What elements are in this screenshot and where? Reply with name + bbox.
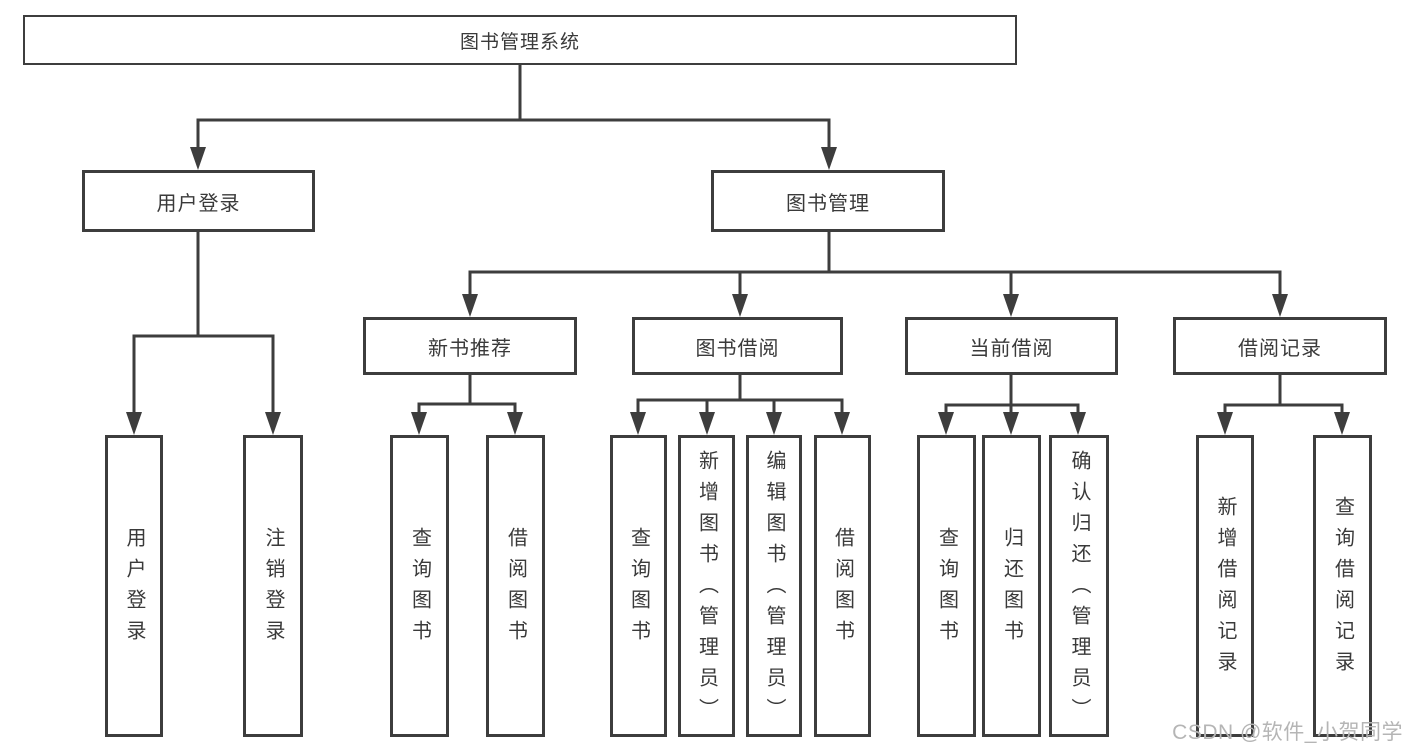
node-leaf-add-books-admin: 新增图书（管理员） — [678, 435, 735, 737]
connector-new-book-recommend-to-leaves — [411, 375, 523, 435]
node-borrow-records: 借阅记录 — [1173, 317, 1387, 375]
node-leaf-recommend-borrow-books: 借阅图书 — [486, 435, 545, 737]
node-library-management-system: 图书管理系统 — [23, 15, 1017, 65]
node-book-management: 图书管理 — [711, 170, 945, 232]
node-leaf-query-borrow-record: 查询借阅记录 — [1313, 435, 1372, 737]
connector-book-management-to-groups — [462, 232, 1288, 317]
node-leaf-user-login: 用户登录 — [105, 435, 163, 737]
node-new-book-recommend: 新书推荐 — [363, 317, 577, 375]
connector-book-borrow-to-leaves — [630, 375, 850, 435]
connector-user-login-to-leaves — [126, 232, 281, 435]
node-leaf-current-query-books: 查询图书 — [917, 435, 976, 737]
node-user-login: 用户登录 — [82, 170, 315, 232]
node-leaf-recommend-query-books: 查询图书 — [390, 435, 449, 737]
node-leaf-add-borrow-record: 新增借阅记录 — [1196, 435, 1254, 737]
node-leaf-borrow-books: 借阅图书 — [814, 435, 871, 737]
node-leaf-return-books: 归还图书 — [982, 435, 1041, 737]
node-leaf-edit-books-admin: 编辑图书（管理员） — [746, 435, 802, 737]
connector-current-borrow-to-leaves — [938, 375, 1086, 435]
node-leaf-confirm-return-admin: 确认归还（管理员） — [1049, 435, 1109, 737]
node-leaf-logout: 注销登录 — [243, 435, 303, 737]
connector-root-to-branches — [190, 65, 837, 170]
node-book-borrow: 图书借阅 — [632, 317, 843, 375]
node-current-borrow: 当前借阅 — [905, 317, 1118, 375]
connector-borrow-records-to-leaves — [1217, 375, 1350, 435]
node-leaf-borrow-query-books: 查询图书 — [610, 435, 667, 737]
